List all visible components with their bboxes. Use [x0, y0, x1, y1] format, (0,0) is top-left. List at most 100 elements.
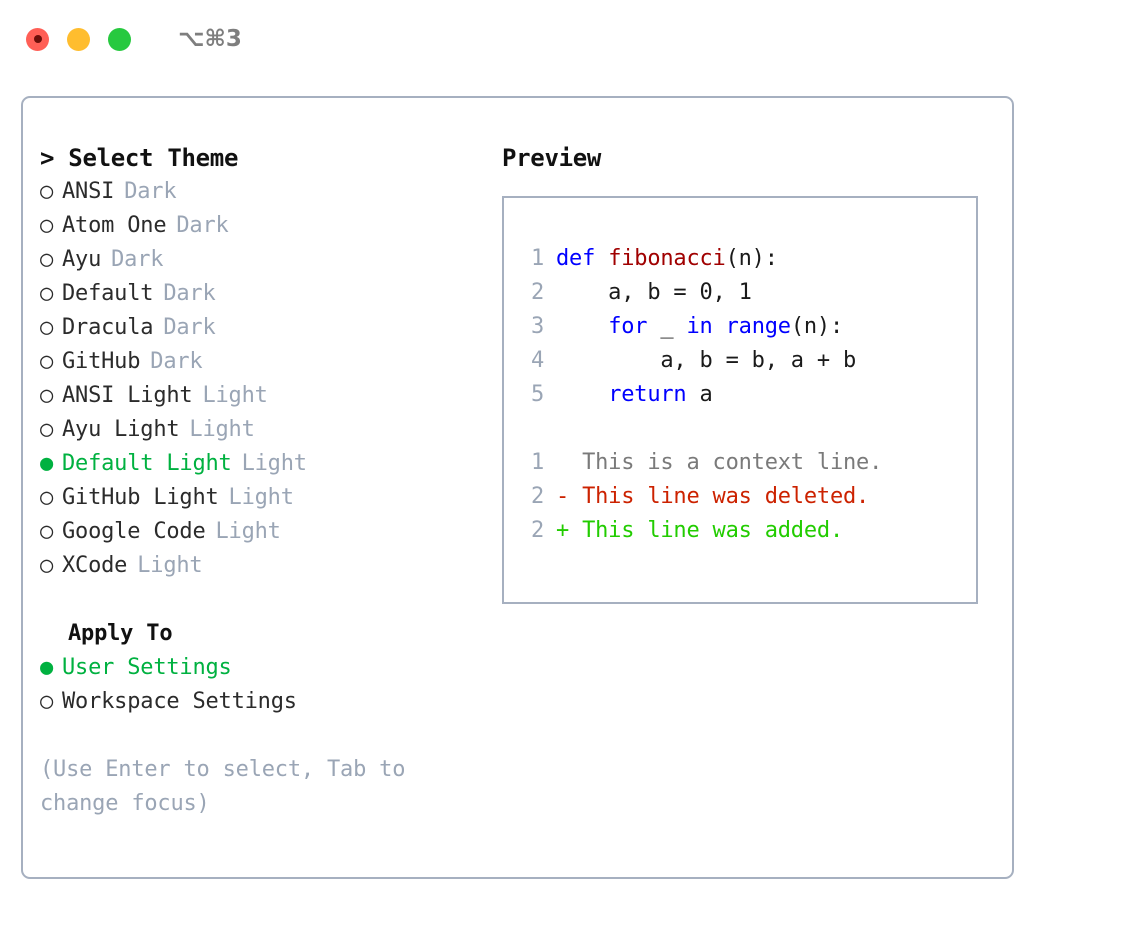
- theme-name: GitHub Light: [62, 485, 219, 510]
- code-token: in: [686, 314, 713, 339]
- theme-list-item[interactable]: ○ ANSI Dark: [40, 175, 480, 209]
- theme-list-item[interactable]: ○ XCode Light: [40, 549, 480, 583]
- code-line-text: for _ in range(n):: [556, 310, 843, 344]
- code-line-number: 1: [530, 246, 544, 271]
- maximize-button-icon[interactable]: [108, 27, 131, 51]
- radio-unselected-icon: ○: [40, 553, 54, 578]
- radio-unselected-icon: ○: [40, 213, 54, 238]
- code-line: 1 def fibonacci(n):: [504, 242, 976, 276]
- code-spacer: [504, 412, 976, 446]
- theme-variant-tag: Light: [189, 417, 255, 442]
- radio-unselected-icon: ○: [40, 519, 54, 544]
- close-button-icon[interactable]: [26, 27, 49, 51]
- code-line-text: return a: [556, 378, 713, 412]
- minimize-button-icon[interactable]: [67, 27, 90, 51]
- apply-to-option[interactable]: ○ Workspace Settings: [40, 685, 480, 719]
- code-line: 2 a, b = 0, 1: [504, 276, 976, 310]
- code-token: [556, 314, 608, 339]
- diff-line-text: + This line was added.: [556, 518, 843, 543]
- diff-line-text: - This line was deleted.: [556, 484, 870, 509]
- theme-list-item[interactable]: ○ Google Code Light: [40, 515, 480, 549]
- diff-line: 2+ This line was added.: [504, 514, 976, 548]
- radio-unselected-icon: ○: [40, 247, 54, 272]
- preview-title: Preview: [502, 144, 602, 172]
- radio-unselected-icon: ○: [40, 281, 54, 306]
- theme-name: Default: [62, 281, 154, 306]
- keyboard-hint: (Use Enter to select, Tab to change focu…: [40, 757, 406, 816]
- code-line-text: a, b = 0, 1: [556, 276, 752, 310]
- apply-to-option-label: User Settings: [62, 655, 232, 680]
- theme-variant-tag: Dark: [150, 349, 203, 374]
- code-token: return: [608, 382, 687, 407]
- code-line-number: 5: [530, 382, 544, 407]
- theme-name: XCode: [62, 553, 128, 578]
- theme-variant-tag: Dark: [163, 315, 216, 340]
- theme-variant-tag: Dark: [176, 213, 229, 238]
- code-line-text: def fibonacci(n):: [556, 242, 778, 276]
- diff-line-text: This is a context line.: [556, 450, 883, 475]
- code-line-number: 3: [530, 314, 544, 339]
- radio-unselected-icon: ○: [40, 383, 54, 408]
- apply-to-list[interactable]: ● User Settings ○ Workspace Settings: [40, 651, 480, 719]
- theme-name: Default Light: [62, 451, 232, 476]
- theme-name: Google Code: [62, 519, 206, 544]
- theme-list-item[interactable]: ○ Default Dark: [40, 277, 480, 311]
- code-line: 3 for _ in range(n):: [504, 310, 976, 344]
- close-dot-icon: [33, 35, 42, 43]
- theme-variant-tag: Dark: [163, 281, 216, 306]
- code-line: 4 a, b = b, a + b: [504, 344, 976, 378]
- theme-list-item[interactable]: ○ ANSI Light Light: [40, 379, 480, 413]
- theme-name: Ayu Light: [62, 417, 180, 442]
- code-token: (n):: [790, 314, 844, 339]
- radio-unselected-icon: ○: [40, 179, 54, 204]
- code-token: fibonacci: [608, 246, 726, 271]
- code-token: a: [686, 382, 713, 407]
- theme-name: Ayu: [62, 247, 102, 272]
- diff-line-number: 1: [530, 450, 544, 475]
- radio-selected-icon: ●: [40, 655, 54, 680]
- theme-name: ANSI Light: [62, 383, 193, 408]
- code-line-number: 4: [530, 348, 544, 373]
- apply-to-option[interactable]: ● User Settings: [40, 651, 480, 685]
- select-theme-header: > Select Theme: [40, 144, 239, 172]
- theme-variant-tag: Light: [215, 519, 281, 544]
- theme-name: GitHub: [62, 349, 141, 374]
- theme-name: ANSI: [62, 179, 115, 204]
- theme-variant-tag: Light: [202, 383, 268, 408]
- code-token: range: [725, 314, 791, 339]
- diff-line: 2- This line was deleted.: [504, 480, 976, 514]
- theme-list-item[interactable]: ○ Ayu Dark: [40, 243, 480, 277]
- code-line-number: 2: [530, 280, 544, 305]
- theme-name: Dracula: [62, 315, 154, 340]
- radio-unselected-icon: ○: [40, 485, 54, 510]
- code-token: def: [556, 246, 609, 271]
- apply-to-section: Apply To ●User Settings○Workspace Settin…: [40, 617, 480, 719]
- code-token: (n):: [725, 246, 778, 271]
- theme-variant-tag: Dark: [111, 247, 164, 272]
- code-token: [556, 382, 608, 407]
- code-token: a, b = b, a + b: [556, 348, 857, 373]
- theme-variant-tag: Light: [137, 553, 203, 578]
- code-token: [713, 314, 726, 339]
- apply-to-option-label: Workspace Settings: [62, 689, 297, 714]
- code-line-text: a, b = b, a + b: [556, 344, 856, 378]
- theme-variant-tag: Dark: [124, 179, 177, 204]
- radio-unselected-icon: ○: [40, 689, 54, 714]
- diff-line: 1 This is a context line.: [504, 446, 976, 480]
- theme-variant-tag: Light: [241, 451, 307, 476]
- diff-preview: 1 This is a context line.2- This line wa…: [504, 446, 976, 548]
